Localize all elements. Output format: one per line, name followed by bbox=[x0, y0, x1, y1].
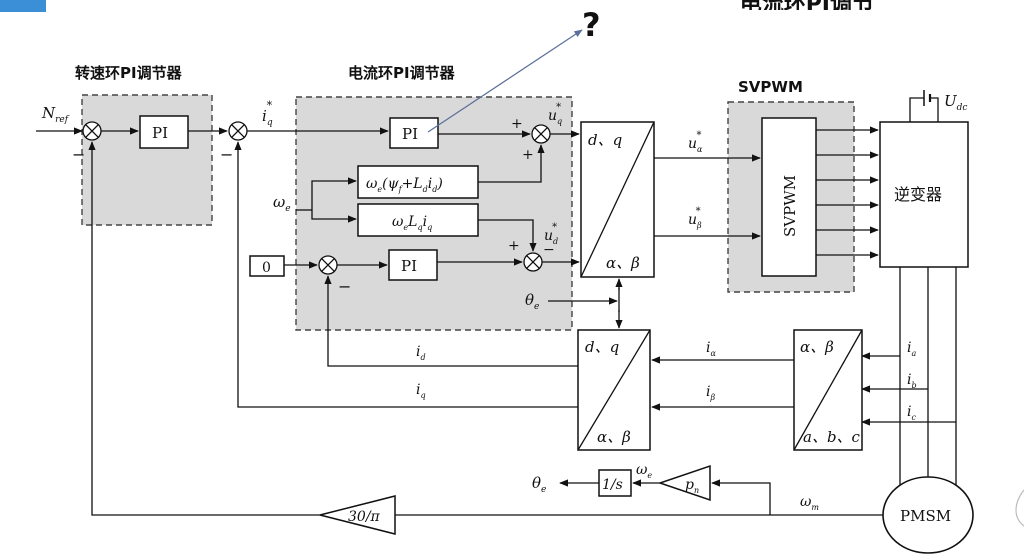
pn-gain-block bbox=[657, 464, 711, 502]
u-alpha-label: uα* bbox=[688, 130, 703, 154]
speed-feedback-wire bbox=[88, 141, 320, 516]
park-bottom-label: α、β bbox=[597, 428, 631, 446]
we-out-label: ωe bbox=[636, 462, 652, 480]
wire bbox=[478, 219, 537, 252]
diagonal bbox=[793, 329, 863, 451]
clarke-bottom-label: a、b、c bbox=[803, 428, 861, 446]
pmsm-label: PMSM bbox=[900, 507, 951, 525]
i-alpha-label: iα bbox=[706, 340, 716, 358]
diagonal bbox=[580, 121, 655, 278]
current-pi-d-block bbox=[388, 249, 438, 281]
pn-label: pn bbox=[685, 477, 699, 495]
ia-label: ia bbox=[907, 340, 916, 358]
diagonal bbox=[577, 329, 651, 451]
speed-minus-sign: − bbox=[72, 145, 85, 164]
iq-ref-label: iq* bbox=[262, 99, 273, 128]
sum-junction-uq bbox=[531, 124, 551, 144]
wire bbox=[478, 144, 545, 183]
iq-feedback-label: iq bbox=[416, 382, 426, 400]
current-loop-title: 电流环PI调节器 bbox=[348, 64, 456, 82]
nref-label: Nref bbox=[41, 104, 70, 125]
svpwm-block bbox=[761, 117, 817, 277]
feedforward-bottom-label: ωeLqiq bbox=[392, 214, 432, 232]
uq-label: uq* bbox=[548, 102, 562, 126]
ud-label: ud* bbox=[544, 222, 558, 246]
ib-label: ib bbox=[907, 372, 917, 390]
speed-loop-title: 转速环PI调节器 bbox=[75, 64, 183, 82]
wire bbox=[311, 210, 357, 223]
speed-gain-block bbox=[319, 495, 396, 535]
id-minus-sign: − bbox=[338, 277, 351, 296]
u-beta-label: uβ* bbox=[688, 206, 702, 230]
id-feedback-label: id bbox=[416, 344, 426, 362]
ud-minus-sign: − bbox=[543, 242, 555, 258]
integrator-label: 1/s bbox=[602, 477, 623, 493]
clipped-page-title: 电流环PI调节 bbox=[740, 0, 874, 10]
zero-ref-block bbox=[249, 255, 285, 277]
speed-pi-block bbox=[139, 115, 189, 149]
iq-minus-sign: − bbox=[220, 145, 233, 164]
wire bbox=[711, 479, 771, 515]
wm-label: ωm bbox=[800, 494, 819, 512]
inverse-park-bottom-label: α、β bbox=[606, 254, 640, 272]
speed-gain-label: 30/π bbox=[348, 509, 381, 525]
speed-loop-region bbox=[81, 94, 213, 226]
udc-label: Udc bbox=[944, 92, 967, 113]
feedforward-top-block bbox=[357, 165, 479, 199]
question-mark-annotation: ? bbox=[582, 6, 601, 44]
edge-bracket bbox=[1015, 489, 1024, 527]
corner-tab bbox=[0, 0, 46, 12]
theta-e-park-label: θe bbox=[525, 291, 539, 312]
dc-source-symbol bbox=[909, 90, 939, 122]
current-pi-d-label: PI bbox=[401, 257, 417, 275]
speed-pi-label: PI bbox=[152, 124, 168, 142]
question-pointer-arrow bbox=[427, 29, 583, 133]
svpwm-title: SVPWM bbox=[738, 78, 803, 96]
inverse-park-top-label: d、q bbox=[588, 131, 622, 149]
current-pi-q-block bbox=[389, 117, 439, 149]
zero-ref-label: 0 bbox=[262, 260, 271, 276]
inverter-block bbox=[879, 121, 969, 268]
svpwm-block-label: SVPWM bbox=[781, 175, 799, 237]
clarke-top-label: α、β bbox=[800, 338, 834, 356]
ud-plus-top: + bbox=[508, 238, 520, 254]
integrator-block bbox=[598, 469, 632, 497]
sum-junction-iq bbox=[228, 121, 248, 141]
sum-junction-ud bbox=[523, 252, 543, 272]
uq-plus-left: + bbox=[511, 116, 523, 132]
park-top-label: d、q bbox=[585, 338, 619, 356]
i-beta-label: iβ bbox=[706, 384, 715, 402]
id-feedback-wire bbox=[324, 275, 578, 367]
we-input-label: ωe bbox=[273, 193, 291, 214]
sum-junction-id bbox=[318, 255, 338, 275]
feedforward-top-label: ωe(ψf+Ldid) bbox=[366, 176, 443, 194]
iq-feedback-wire bbox=[234, 141, 578, 408]
sum-junction-speed bbox=[82, 121, 102, 141]
uq-plus-bottom: + bbox=[522, 147, 534, 163]
current-pi-q-label: PI bbox=[402, 125, 418, 143]
theta-e-out-label: θe bbox=[532, 474, 546, 495]
wire bbox=[311, 177, 357, 210]
inverter-label: 逆变器 bbox=[894, 185, 942, 204]
ic-label: ic bbox=[907, 404, 916, 422]
feedforward-bottom-block bbox=[357, 203, 479, 237]
